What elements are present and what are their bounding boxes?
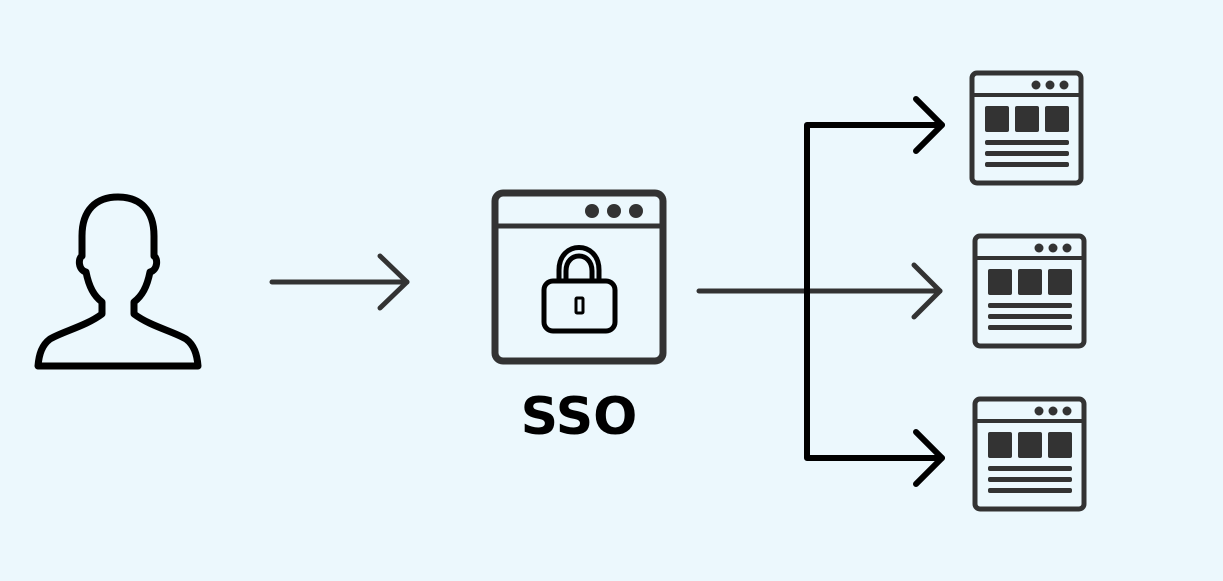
arrow-user-to-sso [269, 253, 410, 311]
lock-icon [541, 245, 618, 334]
app-window-2-icon [972, 233, 1087, 349]
user-silhouette-icon [34, 193, 202, 370]
arrow-sso-to-app-1 [913, 96, 945, 154]
arrow-sso-to-app-2 [696, 262, 943, 320]
arrow-sso-to-app-3 [913, 429, 945, 487]
branch-connector [804, 122, 945, 461]
sso-window-icon [491, 189, 667, 365]
sso-label: SSO [521, 387, 638, 447]
app-window-3-icon [972, 396, 1087, 512]
app-window-1-icon [969, 70, 1084, 186]
